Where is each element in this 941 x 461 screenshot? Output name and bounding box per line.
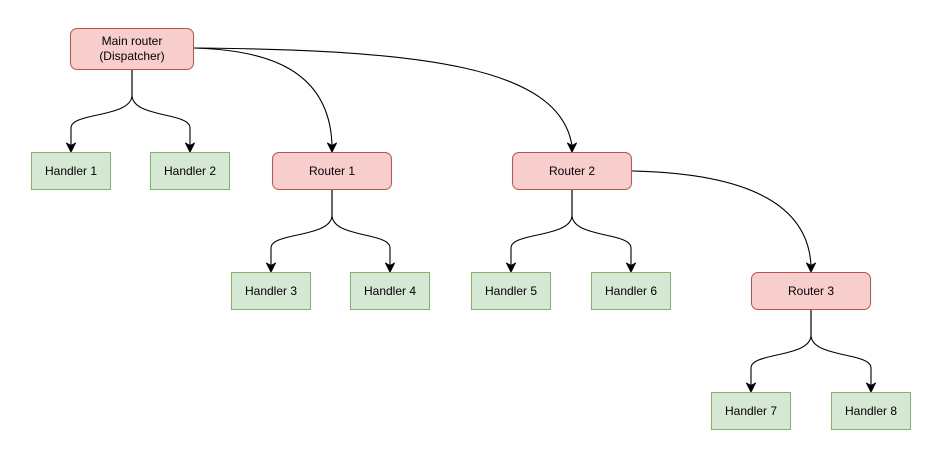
edge-router-3-to-handler-8-line	[810, 309, 872, 387]
edge-router-1-to-handler-3-arrowhead-icon	[266, 262, 276, 273]
edge-router-1-to-handler-4-arrowhead-icon	[385, 262, 395, 273]
edge-main-to-handler-1-arrowhead-icon	[66, 142, 76, 153]
edge-router-3-to-handler-7[interactable]	[746, 309, 812, 393]
edge-router-2-to-router-3-line	[631, 170, 812, 267]
node-router-2[interactable]: Router 2	[512, 152, 632, 190]
edge-router-2-to-router-3-arrowhead-icon	[806, 262, 816, 273]
edge-main-to-handler-2-line	[131, 69, 191, 147]
edge-router-3-to-handler-7-arrowhead-icon	[746, 382, 756, 393]
edge-main-to-router-2-arrowhead-icon	[567, 142, 577, 153]
edge-router-3-to-handler-8-arrowhead-icon	[866, 382, 876, 393]
node-handler-4[interactable]: Handler 4	[350, 272, 430, 310]
edge-router-2-to-handler-5-line	[510, 189, 573, 267]
edge-main-to-handler-2-arrowhead-icon	[185, 142, 195, 153]
node-router-1[interactable]: Router 1	[272, 152, 392, 190]
node-label-router-3: Router 3	[787, 283, 835, 298]
edge-main-to-router-1-arrowhead-icon	[327, 142, 337, 153]
node-main-router[interactable]: Main router (Dispatcher)	[70, 28, 194, 70]
edge-router-2-to-handler-6-line	[571, 189, 632, 267]
node-router-3[interactable]: Router 3	[751, 272, 871, 310]
node-handler-1[interactable]: Handler 1	[31, 152, 111, 190]
node-label-handler-6: Handler 6	[604, 283, 658, 298]
edge-main-to-handler-1[interactable]	[66, 69, 133, 153]
edge-group	[66, 47, 876, 393]
edge-router-3-to-handler-7-line	[750, 309, 812, 387]
edge-router-1-to-handler-3[interactable]	[266, 189, 333, 273]
node-handler-5[interactable]: Handler 5	[471, 272, 551, 310]
node-handler-7[interactable]: Handler 7	[711, 392, 791, 430]
edge-router-1-to-handler-4[interactable]	[331, 189, 395, 273]
node-label-router-1: Router 1	[308, 163, 356, 178]
node-label-handler-5: Handler 5	[484, 283, 538, 298]
edge-router-1-to-handler-3-line	[270, 189, 333, 267]
edge-router-2-to-handler-5[interactable]	[506, 189, 573, 273]
node-label-main-router: Main router (Dispatcher)	[99, 34, 165, 63]
edge-main-to-router-2[interactable]	[193, 47, 577, 153]
node-handler-6[interactable]: Handler 6	[591, 272, 671, 310]
node-label-handler-4: Handler 4	[363, 283, 417, 298]
edge-main-to-router-1-line	[193, 47, 333, 147]
node-handler-3[interactable]: Handler 3	[231, 272, 311, 310]
edge-router-2-to-handler-6-arrowhead-icon	[626, 262, 636, 273]
edge-main-to-handler-1-line	[70, 69, 133, 147]
node-label-handler-2: Handler 2	[163, 163, 217, 178]
node-label-handler-3: Handler 3	[244, 283, 298, 298]
edge-router-3-to-handler-8[interactable]	[810, 309, 876, 393]
edge-main-to-router-2-line	[193, 47, 573, 147]
node-label-handler-1: Handler 1	[44, 163, 98, 178]
edge-main-to-handler-2[interactable]	[131, 69, 195, 153]
edge-main-to-router-1[interactable]	[193, 47, 337, 153]
edge-router-2-to-handler-6[interactable]	[571, 189, 636, 273]
node-handler-2[interactable]: Handler 2	[150, 152, 230, 190]
edge-router-1-to-handler-4-line	[331, 189, 391, 267]
node-label-handler-7: Handler 7	[724, 403, 778, 418]
node-handler-8[interactable]: Handler 8	[831, 392, 911, 430]
node-label-router-2: Router 2	[548, 163, 596, 178]
node-label-handler-8: Handler 8	[844, 403, 898, 418]
edge-router-2-to-router-3[interactable]	[631, 170, 816, 273]
edge-router-2-to-handler-5-arrowhead-icon	[506, 262, 516, 273]
